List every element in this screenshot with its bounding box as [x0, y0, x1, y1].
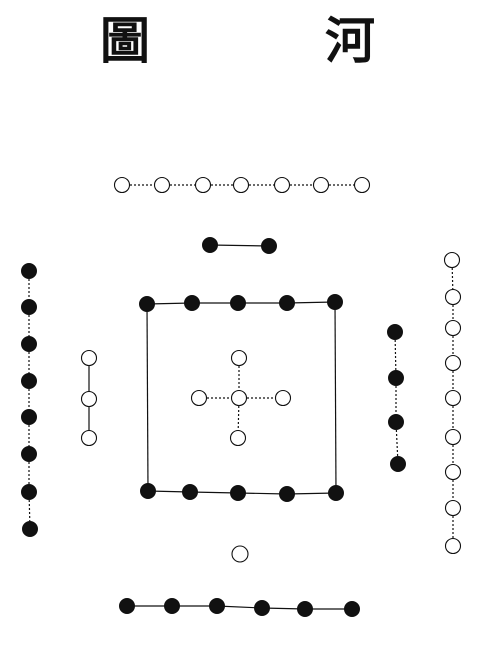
center-square-solid-dot: [279, 486, 295, 502]
top-outer-hollow-dot: [194, 176, 212, 194]
center-square-solid-dot: [230, 295, 246, 311]
title-char-tu: 圖: [100, 11, 150, 70]
left-inner-hollow-dot: [80, 390, 98, 408]
center-square-solid-dot: [327, 294, 343, 310]
dot-groups: [21, 176, 462, 617]
center-square-connector: [286, 492, 337, 495]
bottom-outer-solid-dot: [297, 601, 313, 617]
right-outer-hollow-dot: [444, 428, 462, 446]
title-char-he: 河: [325, 11, 375, 70]
center-cross-hollow-dot: [274, 389, 292, 407]
right-outer-hollow-dot: [444, 389, 462, 407]
right-outer-hollow-dot: [444, 319, 462, 337]
center-square-solid-dot: [139, 296, 155, 312]
bottom-outer-solid-dot: [254, 600, 270, 616]
center-square-solid-dot: [279, 295, 295, 311]
center-square-connector: [146, 303, 149, 492]
right-inner-solid-dot: [390, 456, 406, 472]
center-square-solid-dot: [328, 485, 344, 501]
left-outer-solid-dot: [21, 484, 37, 500]
top-outer-hollow-dot: [232, 176, 250, 194]
bottom-outer-solid-dot: [344, 601, 360, 617]
right-outer-hollow-dot: [444, 354, 462, 372]
left-outer-solid-dot: [21, 373, 37, 389]
right-outer-hollow-dot: [444, 537, 462, 555]
center-square-solid-dot: [182, 484, 198, 500]
top-inner-connector: [209, 244, 270, 247]
top-inner-solid-dot: [202, 237, 218, 253]
center-square-connector: [237, 492, 288, 495]
top-outer-hollow-dot: [312, 176, 330, 194]
center-square-solid-dot: [230, 485, 246, 501]
right-outer-hollow-dot: [443, 251, 461, 269]
left-outer-solid-dot: [21, 299, 37, 315]
right-inner-connector: [395, 421, 399, 465]
top-outer-hollow-dot: [153, 176, 171, 194]
top-outer-hollow-dot: [353, 176, 371, 194]
bottom-outer-solid-dot: [119, 598, 135, 614]
bottom-outer-solid-dot: [209, 598, 225, 614]
left-outer-solid-dot: [21, 446, 37, 462]
left-outer-solid-dot: [22, 521, 38, 537]
right-outer-hollow-dot: [444, 499, 462, 517]
center-cross-hollow-dot: [229, 429, 247, 447]
top-outer-hollow-dot: [273, 176, 291, 194]
left-outer-solid-dot: [21, 336, 37, 352]
right-outer-hollow-dot: [444, 288, 462, 306]
left-outer-solid-dot: [21, 263, 37, 279]
left-inner-hollow-dot: [80, 349, 98, 367]
left-outer-solid-dot: [21, 409, 37, 425]
center-square-solid-dot: [184, 295, 200, 311]
right-inner-solid-dot: [388, 370, 404, 386]
right-inner-solid-dot: [388, 414, 404, 430]
center-square-connector: [286, 301, 336, 304]
top-inner-solid-dot: [261, 238, 277, 254]
center-cross-hollow-dot: [230, 349, 248, 367]
top-outer-hollow-dot: [113, 176, 131, 194]
center-square-connector: [334, 301, 337, 494]
left-inner-hollow-dot: [80, 429, 98, 447]
center-cross-hollow-dot: [230, 389, 248, 407]
right-outer-hollow-dot: [444, 463, 462, 481]
bottom-inner-hollow-dot: [231, 545, 249, 563]
right-inner-solid-dot: [387, 324, 403, 340]
center-square-connector: [189, 491, 239, 494]
center-cross-hollow-dot: [190, 389, 208, 407]
center-square-solid-dot: [140, 483, 156, 499]
bottom-outer-solid-dot: [164, 598, 180, 614]
